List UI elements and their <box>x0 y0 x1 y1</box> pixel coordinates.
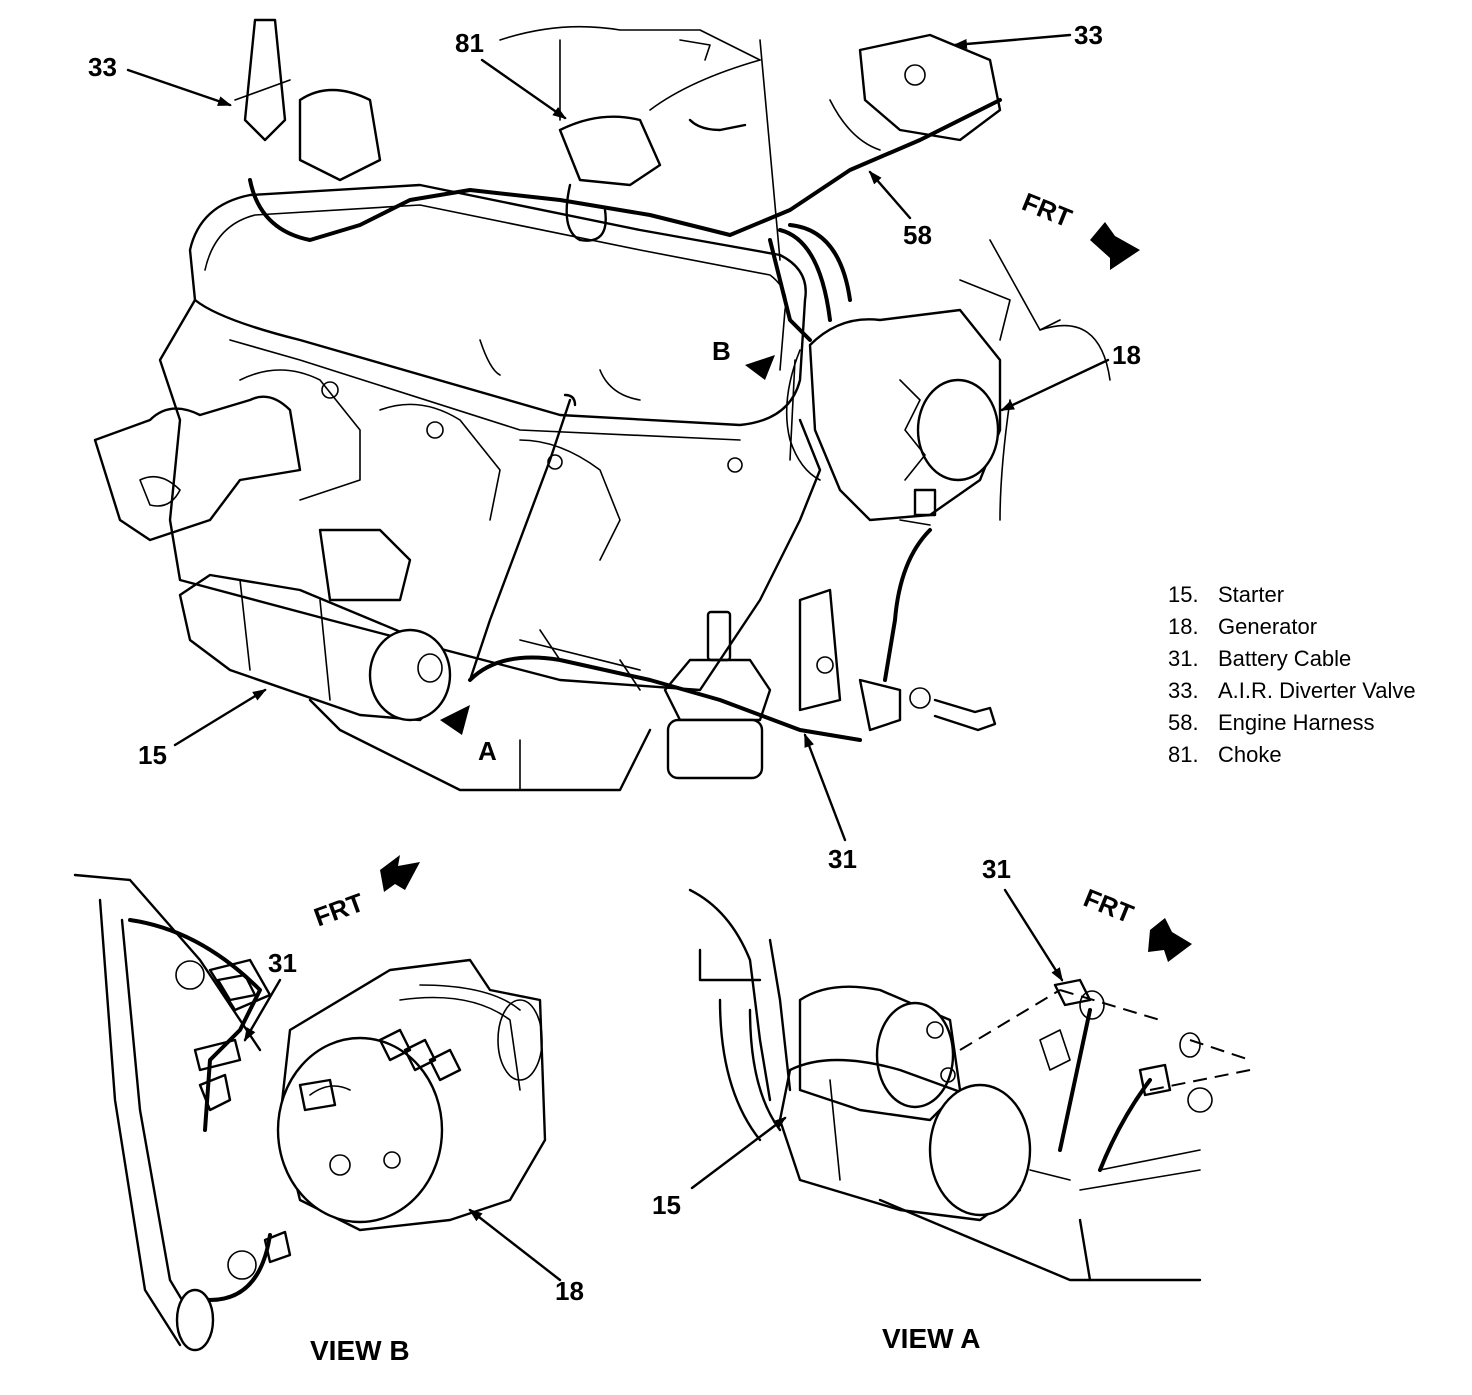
front-direction-arrow-icon <box>380 855 420 892</box>
legend-num-33: 33. <box>1168 678 1199 703</box>
front-direction-arrow-icon <box>1090 222 1140 270</box>
legend-num-18: 18. <box>1168 614 1199 639</box>
battery-cable-main <box>468 655 862 742</box>
arrow-icon <box>126 68 232 107</box>
air-diverter-valve-right <box>829 33 1002 151</box>
legend-label-choke: Choke <box>1218 742 1282 767</box>
distributor <box>663 610 772 780</box>
callout-33-right: 33 <box>1074 20 1103 50</box>
legend-num-31: 31. <box>1168 646 1199 671</box>
svg-text:FRT: FRT <box>310 887 368 933</box>
svg-text:B: B <box>712 336 731 366</box>
view-a-title: VIEW A <box>882 1323 981 1354</box>
legend-label-air-diverter-valve: A.I.R. Diverter Valve <box>1218 678 1416 703</box>
view-b-marker: B <box>712 336 775 380</box>
main-engine-view: A B FRT 33 81 33 58 18 15 31 <box>88 18 1141 874</box>
front-direction-view-b: FRT <box>310 855 420 932</box>
callout-31-view-b: 31 <box>268 948 297 978</box>
callout-18: 18 <box>1112 340 1141 370</box>
legend-label-starter: Starter <box>1218 582 1284 607</box>
legend-num-15: 15. <box>1168 582 1199 607</box>
front-direction-arrow-icon <box>1148 918 1192 962</box>
arrow-icon <box>868 170 912 220</box>
legend-label-generator: Generator <box>1218 614 1317 639</box>
oil-pan <box>308 698 652 792</box>
front-direction-view-a: FRT <box>1080 882 1192 962</box>
arrow-icon <box>953 33 1072 49</box>
callout-31: 31 <box>828 844 857 874</box>
air-diverter-valve-left <box>234 18 382 182</box>
view-b-title: VIEW B <box>310 1335 410 1366</box>
callout-33-left: 33 <box>88 52 117 82</box>
legend-label-engine-harness: Engine Harness <box>1218 710 1375 735</box>
generator-main <box>785 308 1002 526</box>
view-a: FRT 31 15 VIEW A <box>652 854 1251 1354</box>
svg-text:FRT: FRT <box>1080 882 1138 929</box>
engine-harness <box>248 98 1002 242</box>
battery-cable-view-a <box>1058 1008 1092 1152</box>
starter-main <box>178 528 452 722</box>
terminal-bolt <box>933 698 997 732</box>
arrow-icon <box>1000 358 1110 412</box>
arrow-icon <box>480 58 567 120</box>
callout-15: 15 <box>138 740 167 770</box>
battery-cable-view-b <box>128 918 262 1132</box>
callout-15-view-a: 15 <box>652 1190 681 1220</box>
svg-text:A: A <box>478 736 497 766</box>
exhaust-manifold <box>93 395 302 542</box>
choke <box>558 115 662 242</box>
dipstick-tube <box>468 398 572 682</box>
callout-58: 58 <box>903 220 932 250</box>
arrow-icon <box>1003 888 1064 982</box>
legend-num-81: 81. <box>1168 742 1199 767</box>
valve-cover <box>188 183 807 427</box>
legend-label-battery-cable: Battery Cable <box>1218 646 1351 671</box>
callout-31-view-a: 31 <box>982 854 1011 884</box>
view-a-marker: A <box>440 705 497 766</box>
view-b: FRT 31 18 VIEW B <box>73 855 584 1366</box>
generator-view-b <box>276 958 547 1232</box>
starter-view-a <box>778 985 1032 1222</box>
legend: 15. Starter 18. Generator 31. Battery Ca… <box>1168 582 1416 767</box>
legend-num-58: 58. <box>1168 710 1199 735</box>
front-direction-main: FRT <box>1018 187 1140 270</box>
arrow-icon <box>803 733 847 842</box>
arrow-icon <box>173 688 267 747</box>
callout-81: 81 <box>455 28 484 58</box>
arrow-icon <box>690 1116 787 1190</box>
svg-text:FRT: FRT <box>1018 187 1076 234</box>
engine-block <box>158 298 822 692</box>
arrow-icon <box>468 1208 562 1282</box>
arrow-icon <box>243 978 282 1042</box>
